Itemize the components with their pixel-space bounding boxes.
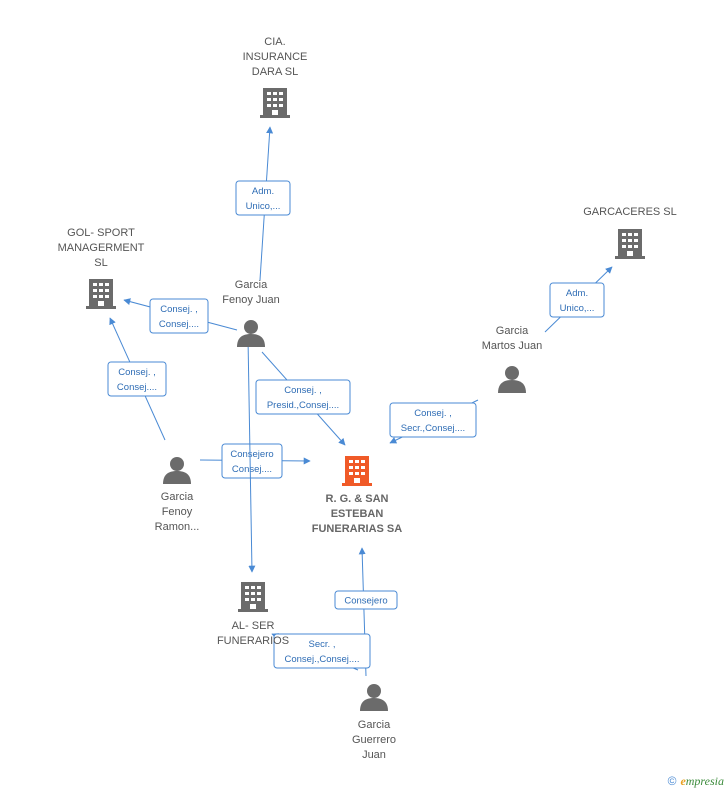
- node-label: MANAGERMENT: [58, 242, 145, 254]
- edge-label-box[interactable]: Adm. Unico,...: [549, 282, 605, 318]
- edge-label-text: Consej. ,: [118, 367, 156, 378]
- node-label: GARCACERES SL: [583, 206, 677, 218]
- node-label: AL- SER: [232, 620, 275, 632]
- edge-label-background: [273, 633, 371, 669]
- node-label: FUNERARIAS SA: [312, 523, 403, 535]
- edge-e6: Adm. Unico,...: [544, 266, 613, 333]
- node-gol[interactable]: GOL- SPORT MANAGERMENT SL: [58, 227, 145, 309]
- node-label: GOL- SPORT: [67, 227, 135, 239]
- node-label: Garcia: [358, 719, 391, 731]
- edge-label-text: Adm.: [252, 186, 274, 197]
- person-icon: [163, 457, 191, 484]
- edge-label-text: Consejero: [344, 596, 387, 607]
- edge-e1: Adm. Unico,...: [235, 126, 291, 281]
- node-label: CIA.: [264, 36, 285, 48]
- edge-e5: ConsejeroConsej....: [199, 443, 311, 479]
- edge-e2: Consej. , Consej....: [123, 298, 238, 334]
- edge-label-box[interactable]: Consej. , Consej....: [107, 361, 167, 397]
- edge-label-background: [334, 590, 398, 610]
- edge-e4: Consej. , Presid.,Consej....: [255, 351, 351, 446]
- edge-label-text: Consej....: [159, 319, 199, 330]
- node-ramon[interactable]: GarciaFenoyRamon...: [155, 457, 200, 533]
- brand-name: mpresia: [685, 774, 724, 788]
- node-label: Guerrero: [352, 734, 396, 746]
- edge-label-background: [221, 443, 283, 479]
- edge-label-background: [255, 379, 351, 415]
- node-label: DARA SL: [252, 66, 298, 78]
- node-label: INSURANCE: [243, 51, 308, 63]
- edge-label-text: Consej....: [232, 464, 272, 475]
- edge-label-text: Presid.,Consej....: [267, 400, 339, 411]
- empresia-logo: ©empresia: [668, 774, 724, 789]
- edge-label-box[interactable]: Adm. Unico,...: [235, 180, 291, 216]
- edge-label-background: [107, 361, 167, 397]
- edge-label-text: Consej....: [117, 382, 157, 393]
- node-label: Fenoy Juan: [222, 294, 279, 306]
- node-cia[interactable]: CIA. INSURANCE DARA SL: [243, 36, 308, 118]
- edge-label-background: [149, 298, 209, 334]
- node-label: ESTEBAN: [331, 508, 384, 520]
- node-label: Ramon...: [155, 521, 200, 533]
- edge-label-text: Consejero: [230, 449, 273, 460]
- edge-e9: Secr. , Consej.,Consej....: [271, 633, 371, 671]
- person-icon: [360, 684, 388, 711]
- edge-label-background: [549, 282, 605, 318]
- copyright-symbol: ©: [667, 774, 677, 788]
- edge-e3: Consej. , Consej....: [107, 317, 167, 441]
- edge-label-text: Consej. ,: [160, 304, 198, 315]
- node-label: Martos Juan: [482, 340, 543, 352]
- node-label: Garcia: [161, 491, 194, 503]
- node-label: FUNERARIOS: [217, 635, 289, 647]
- person-icon: [498, 366, 526, 393]
- edge-label-box[interactable]: Secr. , Consej.,Consej....: [273, 633, 371, 669]
- building-icon: [615, 229, 645, 259]
- node-label: R. G. & SAN: [326, 493, 389, 505]
- node-alser[interactable]: AL- SER FUNERARIOS: [217, 582, 289, 647]
- edge-label-box[interactable]: Consej. , Secr.,Consej....: [389, 402, 477, 438]
- edge-label-text: Unico,...: [246, 201, 281, 212]
- edge-label-background: [389, 402, 477, 438]
- edge-label-box[interactable]: Consej. , Consej....: [149, 298, 209, 334]
- node-label: Garcia: [496, 325, 529, 337]
- edge-label-text: Secr. ,: [309, 639, 336, 650]
- node-label: SL: [94, 257, 107, 269]
- edge-label-text: Consej. ,: [284, 385, 322, 396]
- building-icon: [260, 88, 290, 118]
- edge-label-text: Secr.,Consej....: [401, 423, 465, 434]
- node-main[interactable]: R. G. & SAN ESTEBAN FUNERARIAS SA: [312, 456, 403, 535]
- brand-initial: e: [680, 774, 686, 788]
- node-garcaceres[interactable]: GARCACERES SL: [583, 206, 677, 259]
- edge-label-box[interactable]: Consejero: [334, 590, 398, 610]
- node-label: Garcia: [235, 279, 268, 291]
- edge-e7: Consej. , Secr.,Consej....: [389, 399, 479, 444]
- person-icon: [237, 320, 265, 347]
- edge-e10: [247, 337, 256, 573]
- building-icon: [342, 456, 372, 486]
- building-icon: [86, 279, 116, 309]
- edge-label-text: Consej. ,: [414, 408, 452, 419]
- edge-label-text: Unico,...: [560, 303, 595, 314]
- edge-label-box[interactable]: ConsejeroConsej....: [221, 443, 283, 479]
- node-label: Fenoy: [162, 506, 193, 518]
- edge-label-text: Adm.: [566, 288, 588, 299]
- node-label: Juan: [362, 749, 386, 761]
- building-icon: [238, 582, 268, 612]
- edge-line: [247, 337, 256, 573]
- edge-label-text: Consej.,Consej....: [285, 654, 360, 665]
- edge-label-box[interactable]: Consej. , Presid.,Consej....: [255, 379, 351, 415]
- edge-label-background: [235, 180, 291, 216]
